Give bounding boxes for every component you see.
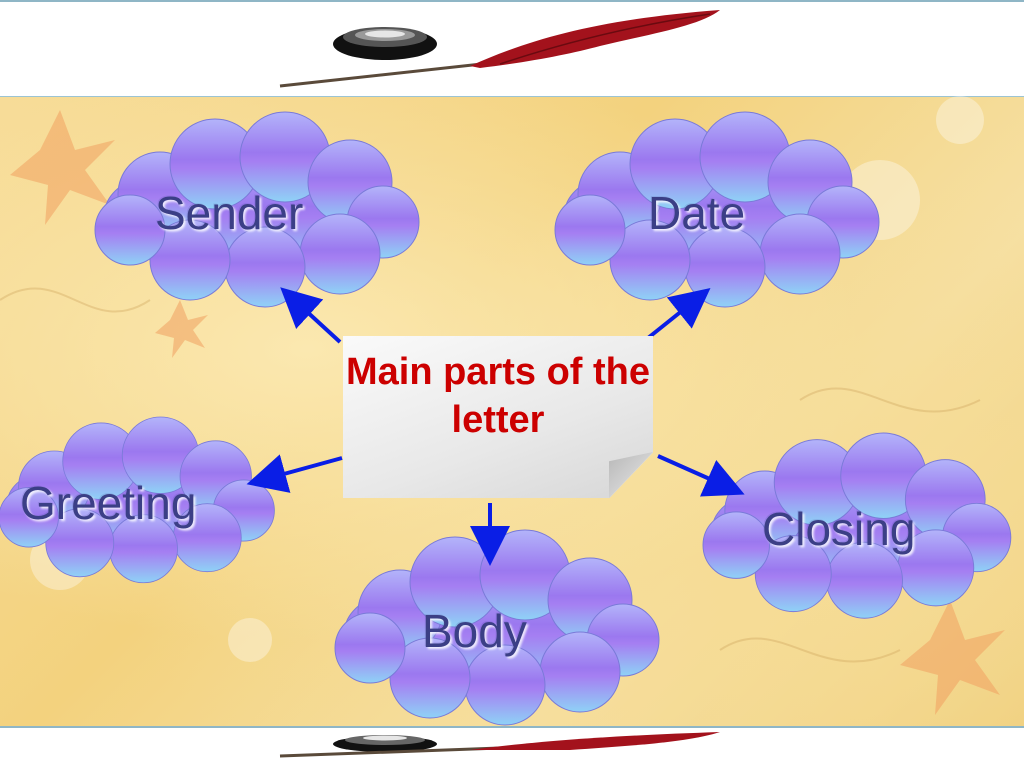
header-band [0,0,1024,98]
inkwell-icon [279,732,720,758]
center-topic-box [343,336,653,498]
quill-pen-icon [279,10,720,88]
arrow-to-greeting [246,454,343,493]
arrow-to-sender [280,287,342,344]
node-greeting-label: Greeting [20,477,197,529]
node-sender-label: Sender [155,187,304,239]
arrow-to-closing [657,454,745,497]
node-body-label: Body [422,605,527,657]
arrow-to-date [646,288,711,340]
node-date-label: Date [648,187,746,239]
center-topic-label: Main parts of the letter [345,351,651,441]
node-closing-label: Closing [762,503,916,555]
